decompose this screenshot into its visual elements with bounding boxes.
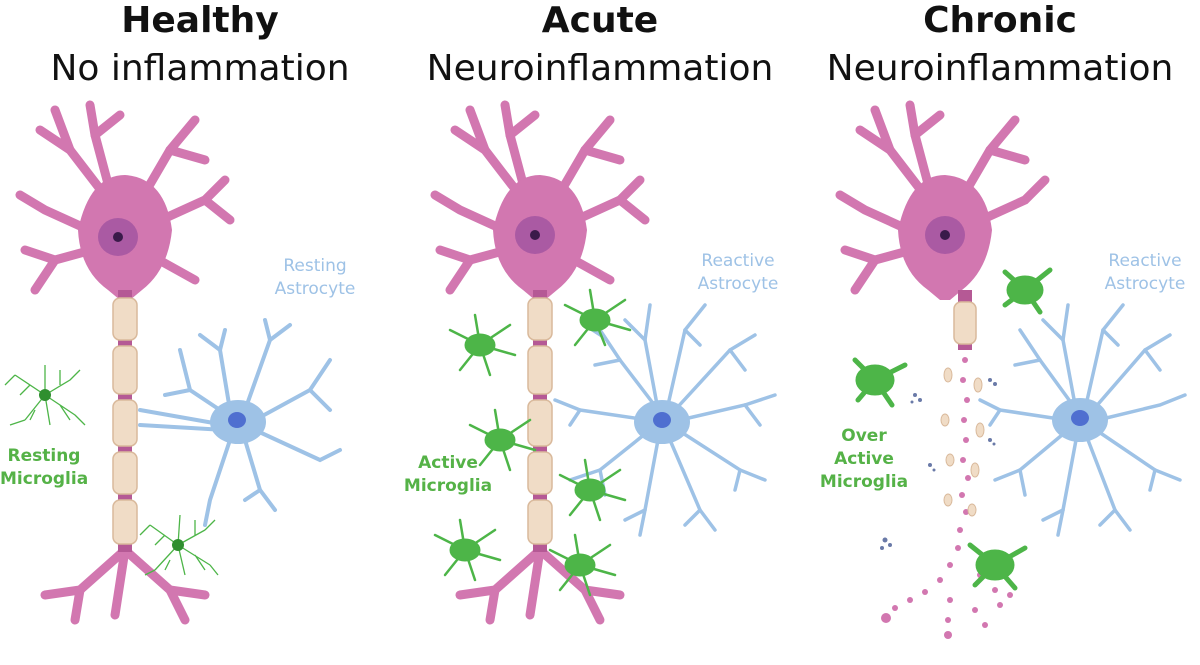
panel-subtitle: Neuroinflammation [426, 48, 774, 89]
over-active-microglia [852, 267, 1053, 591]
acute-illustration [430, 100, 777, 625]
panel-subtitle: Neuroinflammation [826, 48, 1174, 89]
degenerating-neuron [835, 100, 1050, 639]
panel-title: Chronic [923, 0, 1077, 41]
astrocyte-label: Resting Astrocyte [274, 256, 356, 299]
microglia-label: Active Microglia [403, 453, 493, 496]
debris-particles [880, 378, 997, 550]
panel-title: Healthy [121, 0, 279, 41]
resting-microglia [4, 365, 219, 576]
panel-title: Acute [541, 0, 659, 41]
astrocyte [138, 318, 342, 527]
astrocyte-label: Reactive Astrocyte [697, 251, 779, 294]
myelin-sheath [112, 297, 138, 545]
reactive-astrocyte [553, 303, 777, 537]
healthy-illustration [4, 100, 342, 625]
neuron [430, 100, 650, 625]
panel-healthy: Healthy No inflammation [0, 0, 400, 665]
chronic-illustration [835, 100, 1187, 639]
astrocyte-label: Reactive Astrocyte [1104, 251, 1186, 294]
myelin-sheath [527, 297, 553, 545]
microglia-label: Over Active Microglia [819, 426, 909, 492]
panel-subtitle: No inflammation [50, 48, 350, 89]
active-microglia [433, 288, 632, 597]
panel-acute: Acute Neuroinflammation [400, 0, 800, 665]
panel-chronic: Chronic Neuroinflammation [800, 0, 1200, 665]
reactive-astrocyte [978, 303, 1187, 537]
microglia-label: Resting Microglia [0, 446, 89, 489]
